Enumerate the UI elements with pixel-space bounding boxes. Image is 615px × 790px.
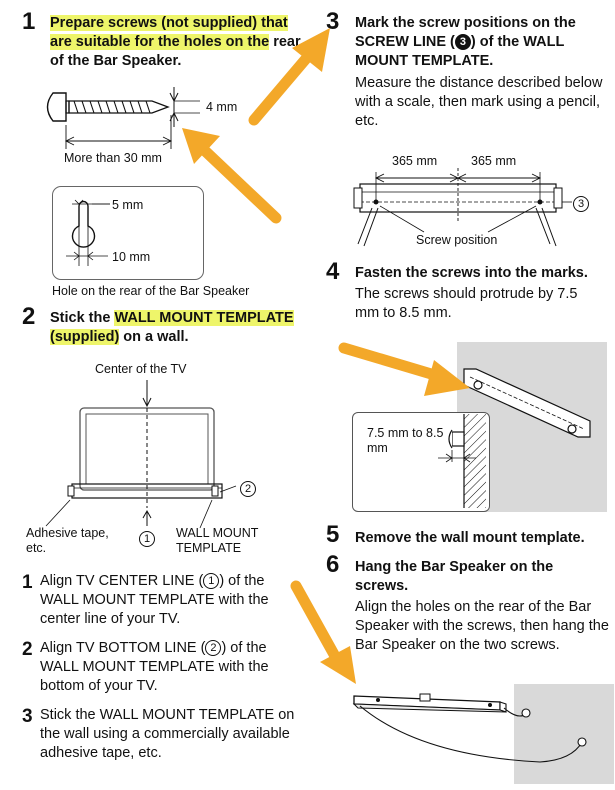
template-screw-diagram <box>353 168 572 247</box>
arrow-icon <box>338 342 470 396</box>
step-2-title-hl1: WALL MOUNT TEMPLATE <box>114 310 294 326</box>
substep-1-number: 1 <box>22 572 33 593</box>
step-3-title: Mark the screw positions on the SCREW LI… <box>355 14 605 71</box>
hole-detail-box <box>52 186 204 280</box>
arrow-icon <box>182 128 282 224</box>
step-4-number: 4 <box>326 258 340 285</box>
step-4-title: Fasten the screws into the marks. <box>355 265 588 281</box>
substep-1-pre: Align TV CENTER LINE ( <box>40 573 204 589</box>
adhesive-label: Adhesive tape, etc. <box>26 526 109 555</box>
substep-2-pre: Align TV BOTTOM LINE ( <box>40 640 206 656</box>
tv-template-diagram <box>45 380 237 529</box>
step-3-body: Measure the distance described below wit… <box>355 75 603 129</box>
hole-caption: Hole on the rear of the Bar Speaker <box>52 284 250 298</box>
substep-2-number: 2 <box>22 639 33 660</box>
step-3-title-b: ) of the WALL MOUNT TEMPLATE. <box>355 34 565 69</box>
step-2-number: 2 <box>22 303 36 330</box>
arrow-icon <box>248 28 330 126</box>
substep-2-post: ) of the WALL MOUNT TEMPLATE with the bo… <box>40 640 269 694</box>
step-2-title: Stick the WALL MOUNT TEMPLATE (supplied)… <box>50 309 310 347</box>
step-5-title: Remove the wall mount template. <box>355 530 585 546</box>
substep-2-mark: 2 <box>205 640 222 656</box>
step-3-mark: 3 <box>454 34 471 50</box>
step-2-title-hl2: (supplied) <box>50 329 120 345</box>
arrow-icon <box>290 580 356 684</box>
keyhole-diagram <box>66 199 110 266</box>
callout-1-text: 1 <box>139 531 155 547</box>
substep-3-number: 3 <box>22 706 33 727</box>
substep-1-text: Align TV CENTER LINE (1) of the WALL MOU… <box>40 572 285 629</box>
step-6-title: Hang the Bar Speaker on the screws. <box>355 559 554 594</box>
step-5-number: 5 <box>326 521 340 548</box>
template-label: WALL MOUNT TEMPLATE <box>176 526 259 555</box>
dim-5mm-label: 5 mm <box>112 198 144 212</box>
callout-3-mark: 3 <box>573 195 589 213</box>
step-6-body: Align the holes on the rear of the Bar S… <box>355 599 609 653</box>
step-2-title-a: Stick the <box>50 310 115 326</box>
protrusion-label: 7.5 mm to 8.5 mm <box>367 426 444 455</box>
dim-30mm-label: More than 30 mm <box>64 151 162 165</box>
screw-position-label: Screw position <box>416 233 498 247</box>
center-tv-label: Center of the TV <box>95 362 187 376</box>
protrusion-diagram <box>438 414 486 508</box>
step-2-title-b: on a wall. <box>119 329 189 345</box>
substep-3-text: Stick the WALL MOUNT TEMPLATE on the wal… <box>40 707 295 761</box>
screw-diagram <box>46 87 200 149</box>
step-1-title: Prepare screws (not supplied) that are s… <box>50 14 302 71</box>
step-3-number: 3 <box>326 8 340 35</box>
step-6-number: 6 <box>326 551 340 578</box>
wall-area-2 <box>514 684 614 784</box>
dim-10mm-label: 10 mm <box>112 250 151 264</box>
step-1-number: 1 <box>22 8 36 35</box>
bar-speaker-hang-diagram <box>352 693 587 763</box>
substep-1-mark: 1 <box>203 573 220 589</box>
callout-2-mark: 2 <box>240 480 256 498</box>
substep-1-post: ) of the WALL MOUNT TEMPLATE with the ce… <box>40 573 269 627</box>
step-4-body: The screws should protrude by 7.5 mm to … <box>355 286 578 321</box>
substep-2-text: Align TV BOTTOM LINE (2) of the WALL MOU… <box>40 639 285 696</box>
dim-left-label: 365 mm <box>392 154 438 168</box>
callout-3-text: 3 <box>573 196 589 212</box>
dim-4mm-label: 4 mm <box>206 100 238 114</box>
callout-1-mark: 1 <box>139 530 155 548</box>
step-3-title-a: Mark the screw positions on the SCREW LI… <box>355 15 576 50</box>
callout-2-text: 2 <box>240 481 256 497</box>
step-1-title-rest: rear of the Bar Speaker. <box>50 34 301 69</box>
dim-right-label: 365 mm <box>471 154 517 168</box>
